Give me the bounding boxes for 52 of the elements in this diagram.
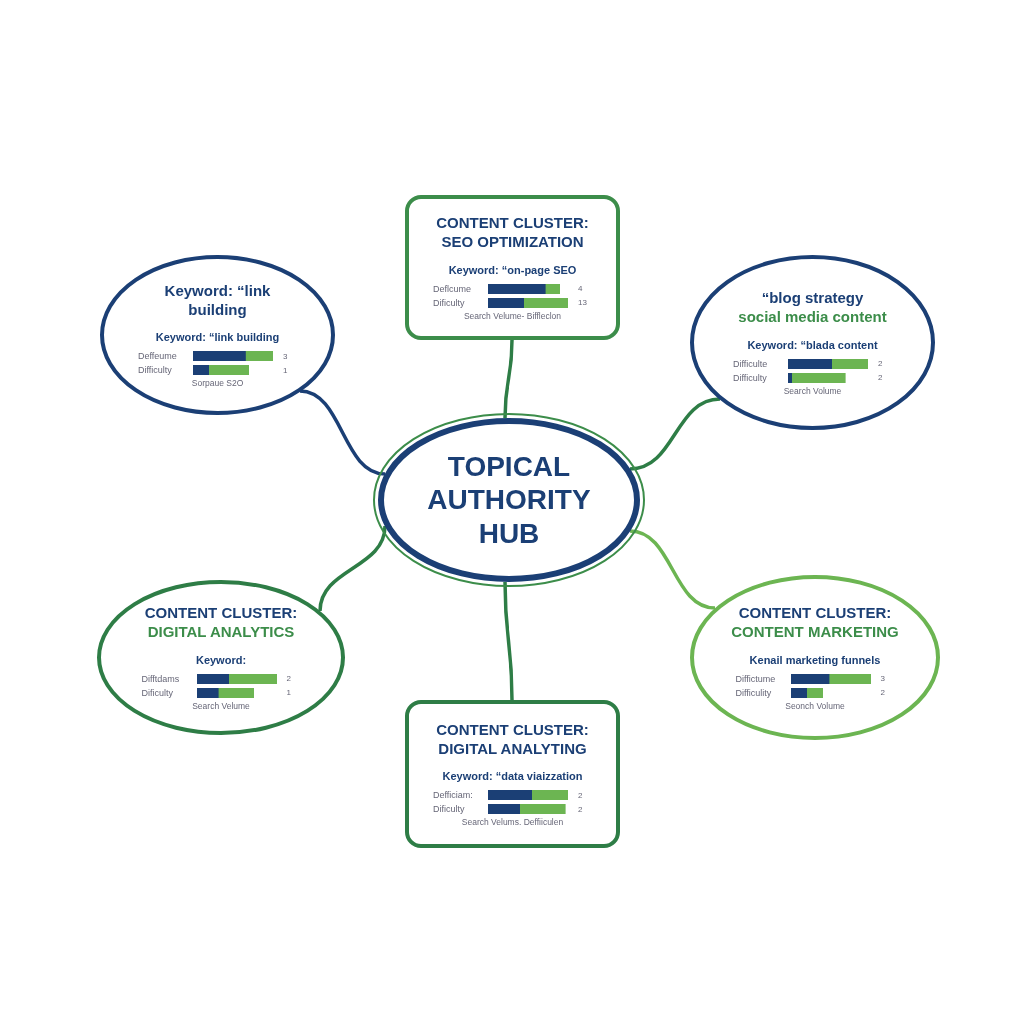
connector-line (503, 582, 514, 700)
connector-line (299, 389, 386, 476)
metric-value: 4 (578, 284, 584, 294)
metric-label: Dificulty (141, 687, 174, 698)
axis-caption: Sorpaue S2O (191, 378, 244, 389)
cluster-title: social media content (738, 308, 887, 327)
metric-label: Difficulty (138, 365, 173, 376)
connector-line (629, 529, 716, 610)
keyword-label: Kenail marketing funnels (749, 653, 881, 666)
connector-line (503, 339, 514, 419)
metric-value: 13 (578, 298, 588, 308)
metric-value: 3 (283, 351, 289, 361)
metric-label: Difficulty (733, 372, 768, 383)
metric-label: Diffictume (735, 673, 777, 684)
hub-title: TOPICAL AUTHORITY HUB (426, 449, 592, 551)
metric-label: Difftdams (141, 673, 181, 684)
axis-caption: Search Velume (192, 700, 250, 711)
metric-label: Difficulity (735, 687, 773, 698)
axis-caption: Seonch Volume (785, 700, 845, 711)
metric-value: 2 (878, 359, 884, 369)
cluster-title: CONTENT CLUSTER: SEO OPTIMIZATION (435, 214, 590, 252)
axis-caption: Search Velums. Deffiiculen (461, 817, 564, 828)
keyword-label: Keyword: “data viaizzation (442, 770, 583, 783)
keyword-label: Keyword: “on-page SEO (448, 263, 577, 276)
keyword-label: Keyword: “link building (155, 331, 280, 344)
metric-value: 2 (578, 790, 584, 800)
cluster-title: Keyword: “link building (163, 281, 272, 320)
cluster-title: CONTENT MARKETING (731, 623, 899, 642)
cluster-title: CONTENT CLUSTER: DIGITAL ANALYTING (435, 720, 590, 759)
axis-caption: Search Velume- Biffleclon (463, 310, 562, 321)
cluster-title: “blog strategy (761, 289, 864, 308)
metric-label: Defficiam: (433, 790, 474, 801)
metric-label: Deffeume (138, 351, 178, 362)
metric-value: 2 (878, 373, 884, 383)
metric-label: Dificulty (433, 297, 466, 308)
metric-label: Deflcume (433, 283, 472, 294)
metric-value: 3 (880, 674, 886, 684)
metric-value: 2 (286, 674, 292, 684)
metric-value: 2 (578, 804, 584, 814)
cluster-title: DIGITAL ANALYTICS (147, 623, 295, 642)
metric-value: 1 (286, 688, 292, 698)
connector-line (318, 525, 387, 612)
metric-value: 1 (283, 365, 289, 375)
metric-label: Difficulte (733, 358, 769, 369)
cluster-title: CONTENT CLUSTER: (144, 604, 298, 623)
connector-line (629, 397, 721, 471)
metric-label: Dificulty (433, 804, 466, 815)
keyword-label: Keyword: (195, 653, 247, 666)
metric-value: 2 (880, 688, 886, 698)
axis-caption: Search Volume (783, 385, 842, 396)
keyword-label: Keyword: “blada content (747, 338, 878, 351)
cluster-title: CONTENT CLUSTER: (738, 604, 892, 623)
